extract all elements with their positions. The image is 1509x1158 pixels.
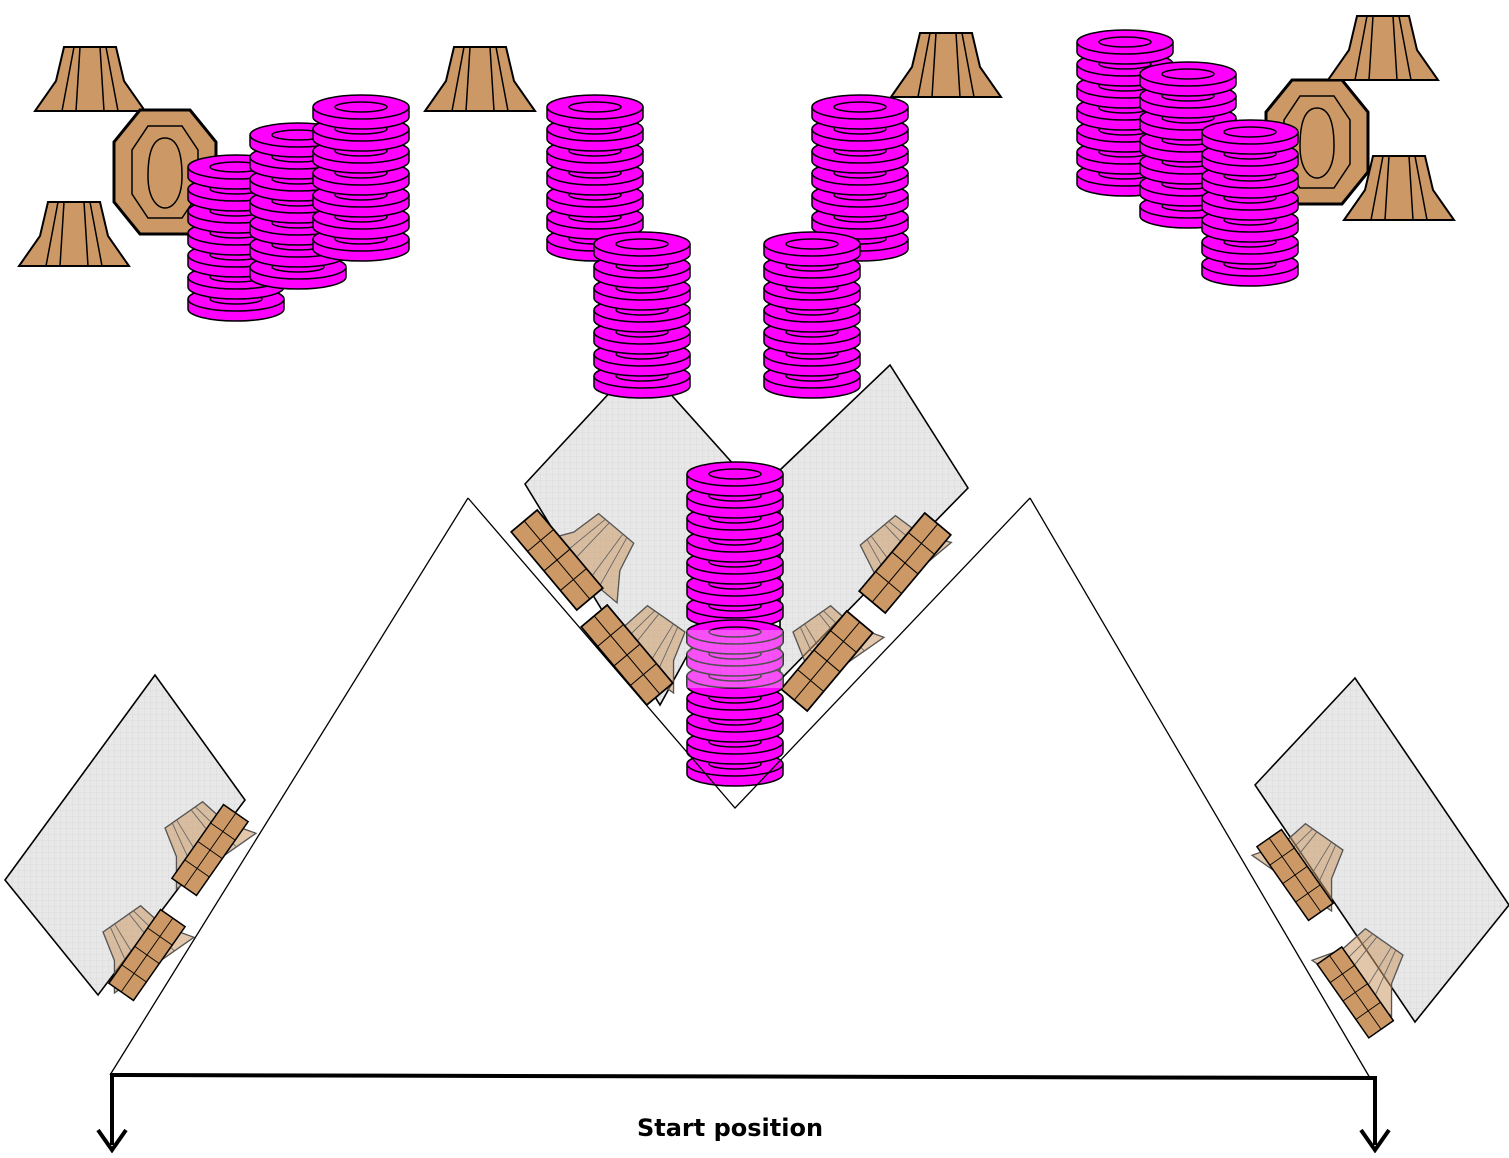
barrel-stack: [313, 95, 409, 261]
barrel-stack: [764, 232, 860, 398]
steel-target: [1328, 16, 1438, 80]
start-position-label: Start position: [600, 1114, 860, 1142]
barrel-stack: [594, 232, 690, 398]
steel-target: [19, 202, 129, 266]
steel-target: [425, 47, 535, 111]
barrel-stack: [1202, 120, 1298, 286]
barrel-stack: [687, 462, 783, 628]
steel-target: [891, 33, 1001, 97]
steel-target: [35, 47, 145, 111]
